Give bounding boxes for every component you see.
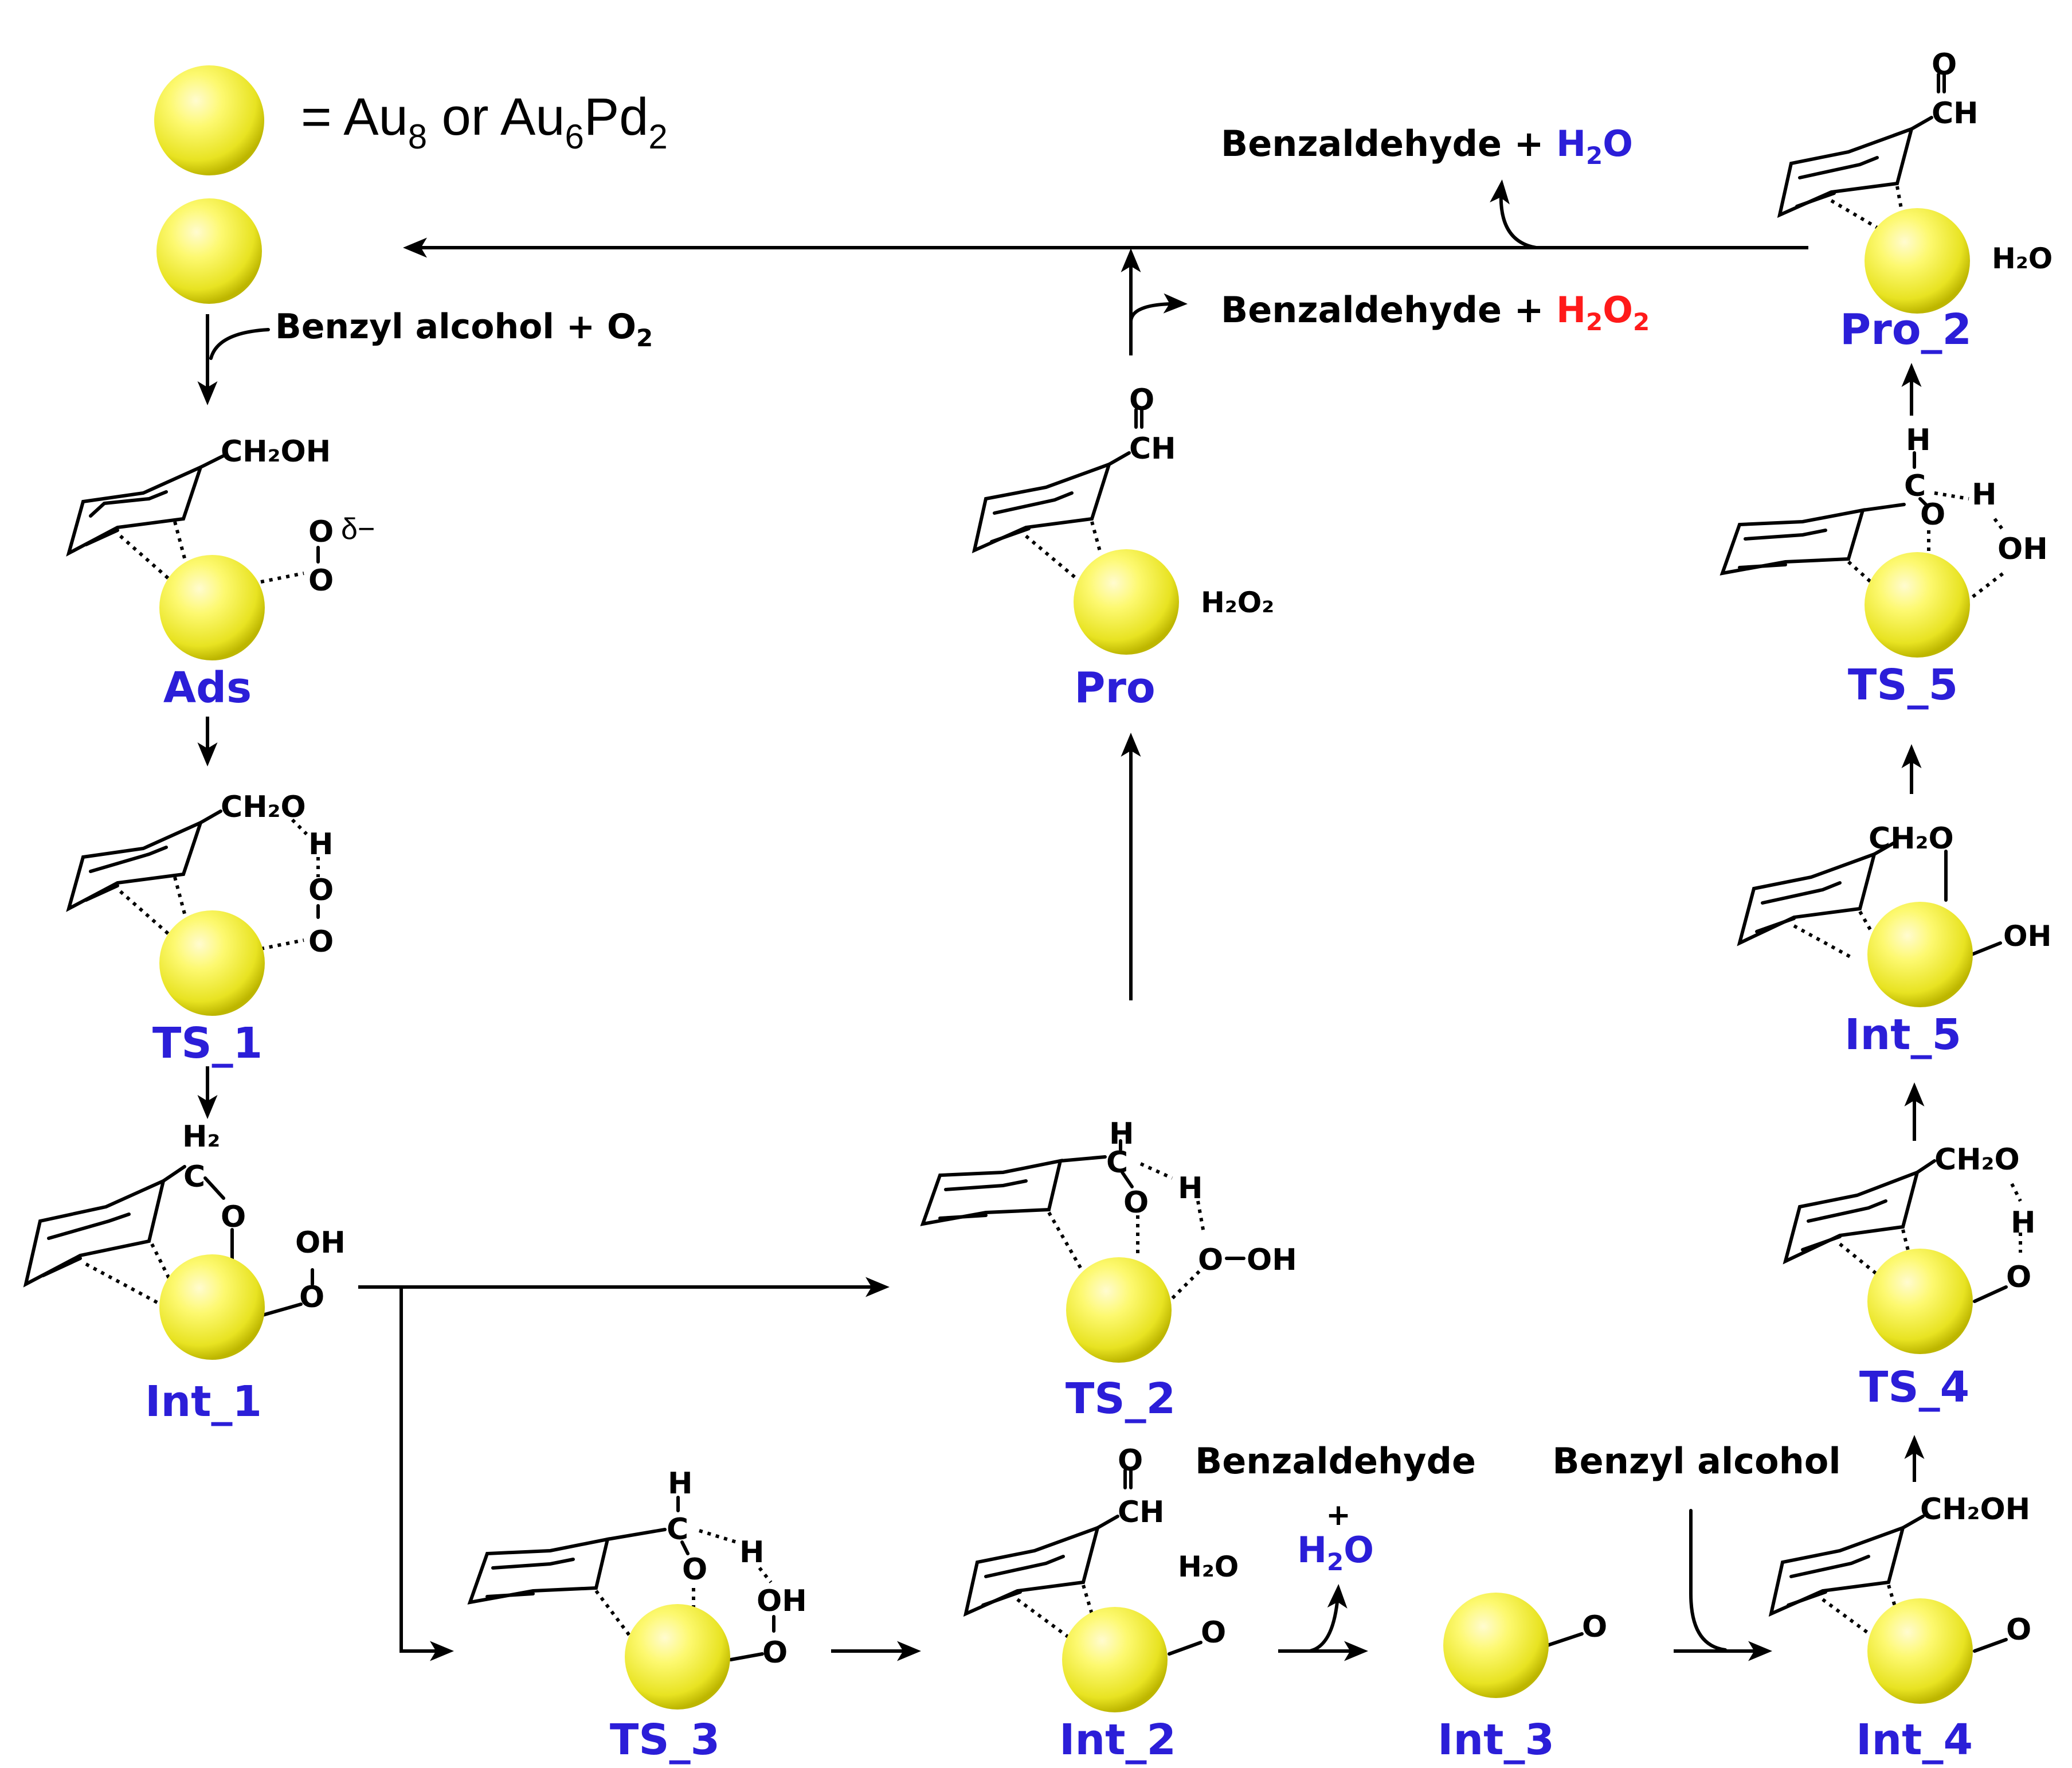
pro2-h2o: H₂O	[1992, 242, 2053, 275]
int2-c: C	[1118, 1495, 1139, 1530]
h2o2-release-arrow	[1129, 293, 1188, 322]
int5-structure: CH₂O OH	[1737, 822, 2051, 1007]
pro2-h: H	[1953, 96, 1979, 131]
benzaldehyde-text: Benzaldehyde	[1195, 1440, 1476, 1482]
ads-ch2oh: CH₂OH	[221, 435, 331, 469]
branch-down	[399, 1287, 454, 1661]
legend-text: = Au8 or Au6Pd2	[301, 88, 668, 156]
ts1-o2: O	[308, 925, 334, 959]
label-int1: Int_1	[145, 1377, 262, 1426]
label-pro: Pro	[1074, 663, 1156, 713]
ads-o1: O	[308, 515, 334, 549]
ts1-h: H	[308, 827, 334, 862]
int1-h2: H₂	[182, 1120, 220, 1154]
int4-o: O	[2006, 1613, 2031, 1647]
ts2-structure: H C O H O OH	[920, 1117, 1297, 1363]
int1-o: O	[221, 1200, 246, 1234]
h2o-release-text: H2O	[1297, 1529, 1374, 1576]
legend-cluster	[154, 65, 264, 175]
ts5-h: H	[1972, 478, 1997, 512]
pro-h2o2: H₂O₂	[1201, 586, 1274, 619]
pro-structure: O C H H₂O₂	[972, 383, 1274, 655]
ts3-o: O	[682, 1552, 707, 1587]
int2-o: O	[1118, 1444, 1143, 1478]
label-ts5: TS_5	[1848, 660, 1958, 710]
int5-oh: OH	[2003, 920, 2051, 953]
benzyl-alcohol-text: Benzyl alcohol	[1552, 1440, 1840, 1482]
ts3-structure: H C O H OH O	[467, 1466, 807, 1710]
ads-structure: CH₂OH O O δ−	[66, 435, 375, 660]
int2-h: H	[1139, 1495, 1165, 1530]
benzyl-alcohol-curve	[1689, 1509, 1727, 1652]
ts3-oh: OH	[757, 1584, 807, 1618]
pro2-structure: O C H H₂O	[1777, 48, 2053, 314]
int3-o: O	[1582, 1610, 1607, 1644]
ts5-h-top: H	[1906, 423, 1931, 457]
int4-structure: CH₂OH O	[1768, 1492, 2031, 1704]
ts1-structure: CH₂O H O O	[66, 790, 334, 1016]
label-ts1: TS_1	[152, 1019, 263, 1068]
label-int5: Int_5	[1844, 1010, 1961, 1059]
top-benzaldehyde-h2o: Benzaldehyde + H2O	[1221, 123, 1633, 170]
pro2-c: C	[1932, 96, 1953, 131]
label-ts3: TS_3	[610, 1715, 720, 1765]
ts3-h: H	[739, 1535, 765, 1570]
ts2-h-top: H	[1109, 1117, 1134, 1151]
int2-h2o: H₂O	[1178, 1550, 1239, 1583]
int5-ch2o: CH₂O	[1869, 822, 1954, 856]
ts4-h: H	[2011, 1206, 2036, 1240]
ts5-structure: H C O H OH	[1720, 423, 2048, 658]
pro-ch: C	[1129, 432, 1151, 466]
ts4-structure: CH₂O H O	[1783, 1143, 2036, 1354]
ts3-h-top: H	[668, 1466, 693, 1501]
entry-curve	[209, 328, 270, 360]
int2-o2: O	[1201, 1616, 1226, 1650]
int3-structure: O	[1443, 1593, 1607, 1698]
ads-delta: δ−	[341, 513, 375, 546]
label-int2: Int_2	[1059, 1715, 1176, 1765]
ts2-c: C	[1106, 1145, 1128, 1180]
int4-ch2oh: CH₂OH	[1920, 1492, 2030, 1527]
int1-c: C	[183, 1160, 205, 1194]
label-ts2: TS_2	[1066, 1374, 1176, 1423]
ts2-h: H	[1178, 1171, 1203, 1206]
ads-o2: O	[308, 564, 334, 598]
pro-h: H	[1151, 432, 1176, 466]
int2-structure: O C H H₂O O	[963, 1444, 1239, 1712]
ts3-o2: O	[762, 1636, 788, 1670]
ts4-ch2o: CH₂O	[1934, 1143, 2020, 1177]
label-ts4: TS_4	[1859, 1363, 1969, 1412]
ts5-oh: OH	[1997, 532, 2048, 566]
ts2-o: O	[1123, 1186, 1149, 1220]
label-ads: Ads	[163, 663, 252, 713]
pro-o: O	[1129, 383, 1154, 417]
pro2-o: O	[1932, 48, 1957, 82]
h2o-release-curve	[1309, 1584, 1348, 1653]
benzaldehyde-h2o2: Benzaldehyde + H2O2	[1221, 289, 1650, 336]
benzyl-o2-text: Benzyl alcohol + O2	[275, 307, 653, 352]
int1-o2: O	[299, 1280, 324, 1315]
label-int4: Int_4	[1856, 1715, 1973, 1765]
ts1-ch2o: CH₂O	[221, 790, 306, 824]
label-pro2: Pro_2	[1840, 305, 1972, 354]
int1-structure: H₂ C O OH O	[23, 1120, 346, 1360]
ts3-c: C	[667, 1512, 688, 1547]
ts5-o: O	[1920, 498, 1945, 532]
cluster-start	[156, 198, 262, 304]
top-h2o-release-arrow	[1490, 179, 1537, 249]
plus-sign: +	[1326, 1498, 1351, 1532]
ts5-c: C	[1904, 469, 1926, 503]
label-int3: Int_3	[1438, 1715, 1554, 1765]
ts4-o: O	[2006, 1260, 2031, 1294]
ts1-o1: O	[308, 873, 334, 908]
ts2-o2: O	[1198, 1243, 1223, 1277]
ts2-oh: OH	[1247, 1243, 1297, 1277]
int1-oh: OH	[295, 1226, 346, 1260]
